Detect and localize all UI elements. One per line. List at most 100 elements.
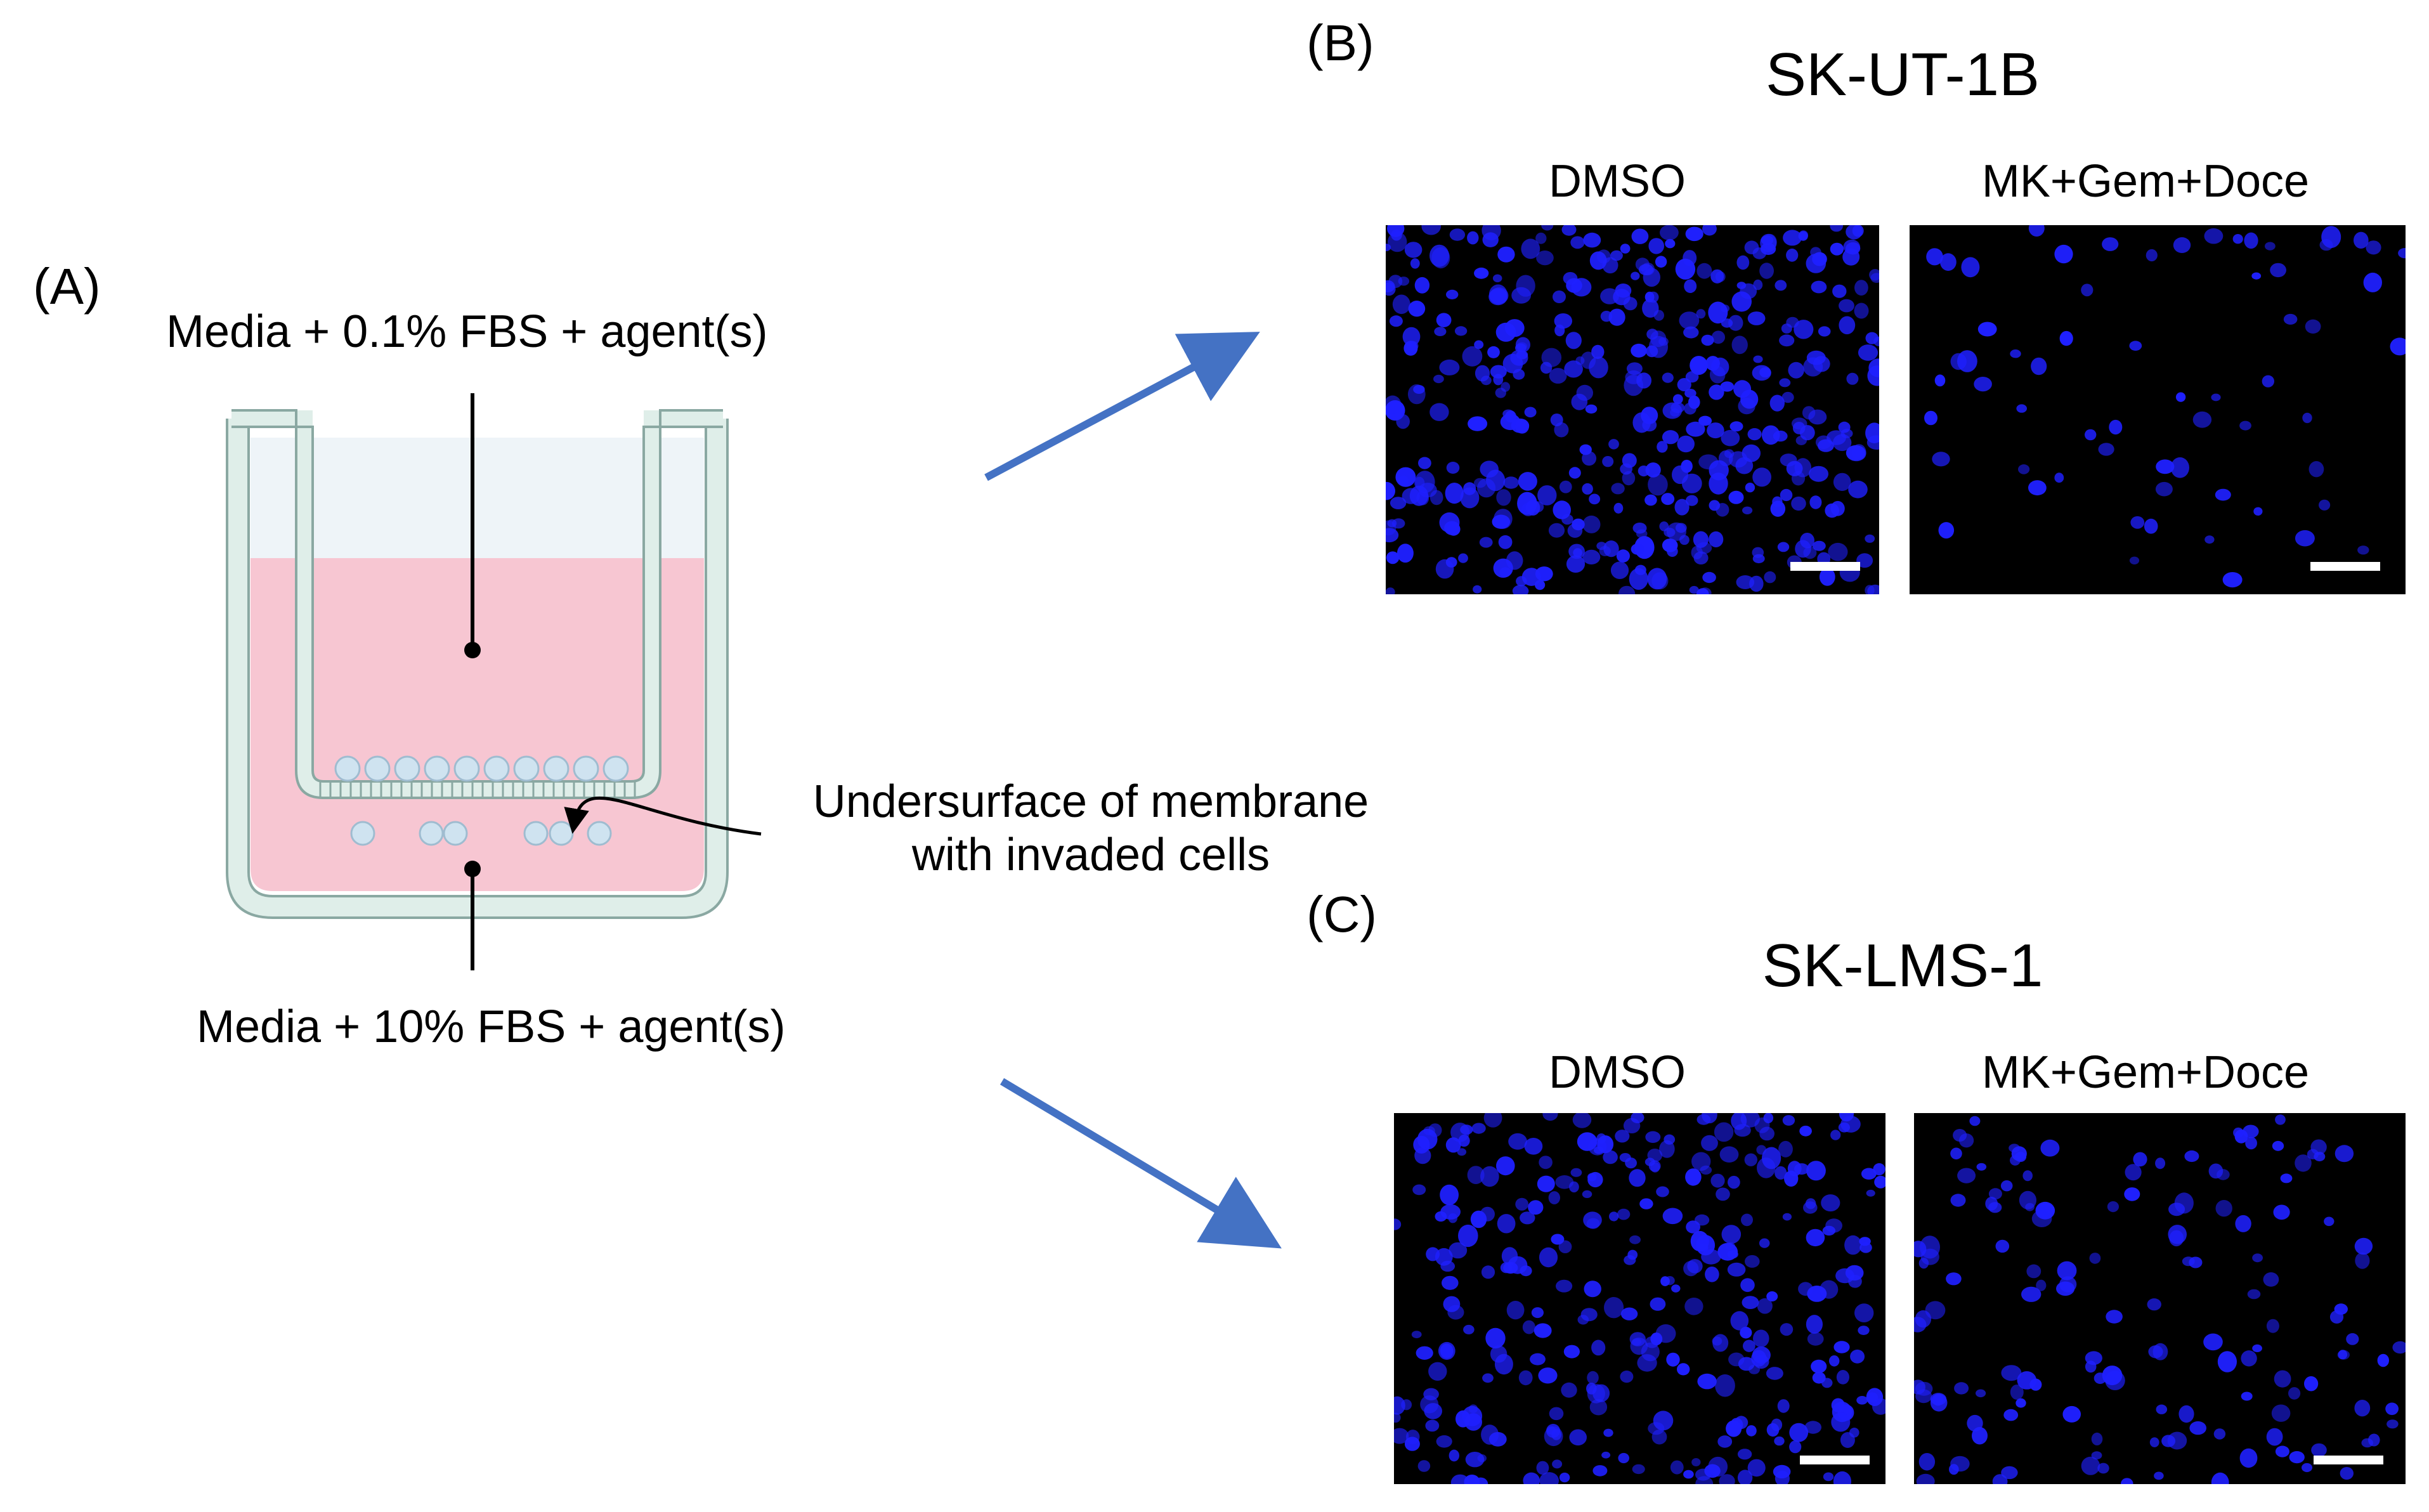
nucleus (1405, 1430, 1420, 1444)
nucleus (2031, 357, 2047, 375)
nucleus (1411, 1331, 1422, 1338)
nucleus (1865, 534, 1875, 543)
well-wall (227, 419, 727, 918)
nucleus (1823, 1472, 1834, 1482)
nucleus (1503, 1261, 1518, 1274)
nucleus (1548, 523, 1565, 538)
nucleus (1780, 1323, 1794, 1336)
nucleus (1497, 1214, 1516, 1234)
nucleus (1866, 435, 1879, 450)
nucleus (1778, 1140, 1793, 1157)
nucleus (1809, 466, 1828, 482)
nucleus (2241, 1391, 2253, 1401)
nucleus (1631, 271, 1640, 280)
insert-wall (231, 410, 723, 798)
nucleus (1561, 225, 1577, 236)
nucleus (1460, 1124, 1473, 1135)
nucleus (2173, 237, 2191, 253)
nucleus (1741, 1213, 1753, 1227)
nucleus (1386, 481, 1395, 500)
nucleus (1416, 1346, 1433, 1360)
nucleus (2203, 1333, 2223, 1351)
nucleus (1736, 255, 1750, 270)
nucleus (2217, 1351, 2237, 1372)
nucleus (1806, 254, 1827, 273)
nucleus (1856, 553, 1873, 568)
nucleus (1839, 316, 1856, 335)
nucleus (1525, 500, 1540, 516)
seeded-cell (602, 755, 629, 782)
nucleus (2109, 419, 2123, 435)
nucleus (1618, 585, 1636, 594)
nucleus (1436, 313, 1452, 327)
nucleus (1781, 323, 1792, 334)
nucleus (1830, 1130, 1841, 1140)
nucleus (1539, 1156, 1553, 1170)
nucleus (1495, 322, 1516, 342)
insert-media (316, 558, 641, 777)
nucleus (2129, 556, 2140, 564)
nucleus (1969, 1116, 1981, 1126)
nucleus (1627, 1249, 1638, 1260)
nucleus (1659, 1140, 1675, 1158)
nucleus (1798, 1282, 1813, 1296)
nucleus (2102, 237, 2119, 251)
nucleus (1389, 315, 1403, 327)
nucleus (1685, 495, 1698, 506)
nucleus (1412, 1184, 1426, 1196)
nucleus (2161, 1435, 2176, 1447)
nucleus (1485, 1327, 1506, 1349)
nucleus (1932, 1393, 1944, 1406)
nucleus (1570, 1168, 1582, 1177)
nucleus (1576, 384, 1593, 401)
nucleus (1737, 1470, 1753, 1484)
nucleus (1711, 330, 1725, 344)
nucleus (2146, 249, 2158, 262)
nucleus (1813, 540, 1826, 551)
nucleus (2366, 240, 2381, 255)
nucleus (2144, 518, 2158, 534)
nucleus (1802, 406, 1816, 420)
nucleus (1772, 496, 1783, 507)
nucleus (2057, 1261, 2077, 1281)
panel-label-a: (A) (33, 258, 101, 315)
nucleus (1777, 542, 1790, 552)
nucleus (1641, 407, 1658, 424)
membrane-pointer-arrow (564, 796, 762, 836)
nucleus (1506, 1301, 1525, 1320)
nucleus (1520, 1211, 1535, 1225)
nucleus (1648, 238, 1664, 254)
nucleus (1696, 309, 1706, 319)
seeded-cell (394, 755, 420, 782)
nucleus (1445, 483, 1464, 504)
nucleus (1779, 334, 1795, 347)
nucleus (1467, 1166, 1485, 1184)
nucleus (1728, 1352, 1745, 1367)
nucleus (1753, 355, 1763, 363)
nucleus (1940, 253, 1957, 271)
nucleus (2211, 393, 2221, 401)
well-wall-outline-outer (226, 419, 729, 919)
nucleus (1613, 502, 1624, 514)
nucleus (1664, 1134, 1676, 1145)
nucleus (1582, 549, 1601, 564)
nucleus (1536, 251, 1554, 266)
nucleus (1666, 522, 1686, 541)
nucleus (1854, 280, 1868, 296)
nucleus (1702, 571, 1716, 583)
nucleus (1518, 1370, 1533, 1386)
nucleus (2054, 472, 2064, 483)
nucleus (2124, 1187, 2140, 1201)
micrograph-b-treated (1910, 225, 2406, 594)
nucleus (1386, 395, 1402, 414)
nucleus (1827, 430, 1846, 445)
nucleus (1475, 365, 1490, 382)
nucleus (1482, 1373, 1494, 1383)
nucleus (1662, 430, 1679, 445)
nucleus (2295, 1154, 2312, 1172)
nucleus (1749, 575, 1764, 592)
panel-c-right-condition: MK+Gem+Doce (1981, 1047, 2310, 1098)
nucleus (1820, 1280, 1839, 1299)
nucleus (1554, 422, 1569, 438)
nucleus (1730, 1311, 1749, 1331)
